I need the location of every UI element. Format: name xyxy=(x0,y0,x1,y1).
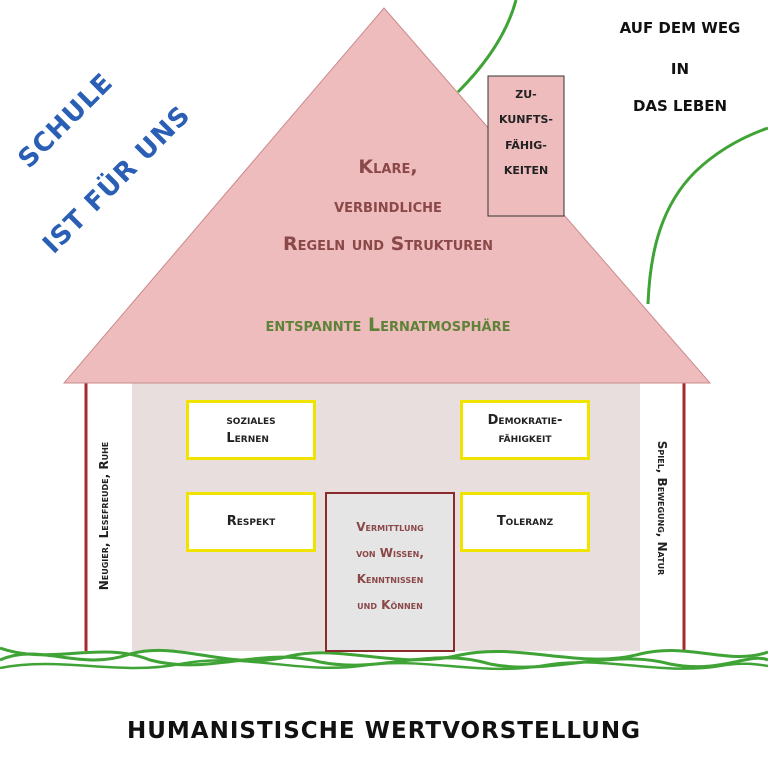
green-vine-right xyxy=(646,126,768,305)
motto-line-3: DAS LEBEN xyxy=(632,97,728,115)
chimney-label-line: FÄHIG- xyxy=(505,139,547,152)
chimney xyxy=(487,75,565,217)
door: Vermittlung von Wissen, Kenntnissen und … xyxy=(325,492,455,652)
window-label-line: Lernen xyxy=(226,431,269,446)
window-label-line: Demokratie- xyxy=(487,413,563,429)
chimney-label-line: ZU- xyxy=(515,88,537,101)
window-label-line: soziales xyxy=(226,413,276,429)
wall-strip-left xyxy=(86,383,132,651)
grass-line-3 xyxy=(0,659,768,671)
window-social-learning: soziales Lernen xyxy=(186,400,316,460)
motto-line-1: AUF DEM WEG xyxy=(619,19,741,37)
chimney-label-line: KUNFTS- xyxy=(499,113,553,126)
window-label: Toleranz xyxy=(496,514,554,530)
foundation-label: HUMANISTISCHE WERTVORSTELLUNG xyxy=(126,718,641,744)
window-democracy: Demokratie- fähigkeit xyxy=(460,400,590,460)
wall-strip-right xyxy=(640,383,684,651)
door-label-line: und Können xyxy=(357,598,423,612)
motto-line-2: IN xyxy=(670,60,690,78)
window-label-line: fähigkeit xyxy=(498,431,552,446)
roof-title-line-1: Klare, xyxy=(358,156,418,178)
roof-atmosphere-label: entspannte Lernatmosphäre xyxy=(265,314,511,336)
window-label: Respekt xyxy=(226,514,276,530)
window-tolerance: Toleranz xyxy=(460,492,590,552)
roof-title-line-3: Regeln und Strukturen xyxy=(282,233,494,255)
left-wall-label: Neugier, Lesefreude, Ruhe xyxy=(97,441,111,591)
chimney-label-line: KEITEN xyxy=(503,164,549,177)
roof-title-line-2: verbindliche xyxy=(334,195,442,217)
door-label-line: von Wissen, xyxy=(356,546,424,560)
door-label-line: Kenntnissen xyxy=(356,572,424,586)
green-vine-top xyxy=(456,0,518,94)
grass-line-1 xyxy=(0,648,768,663)
window-respect: Respekt xyxy=(186,492,316,552)
door-label-line: Vermittlung xyxy=(356,520,424,534)
right-wall-label: Spiel, Bewegung, Natur xyxy=(655,440,669,576)
